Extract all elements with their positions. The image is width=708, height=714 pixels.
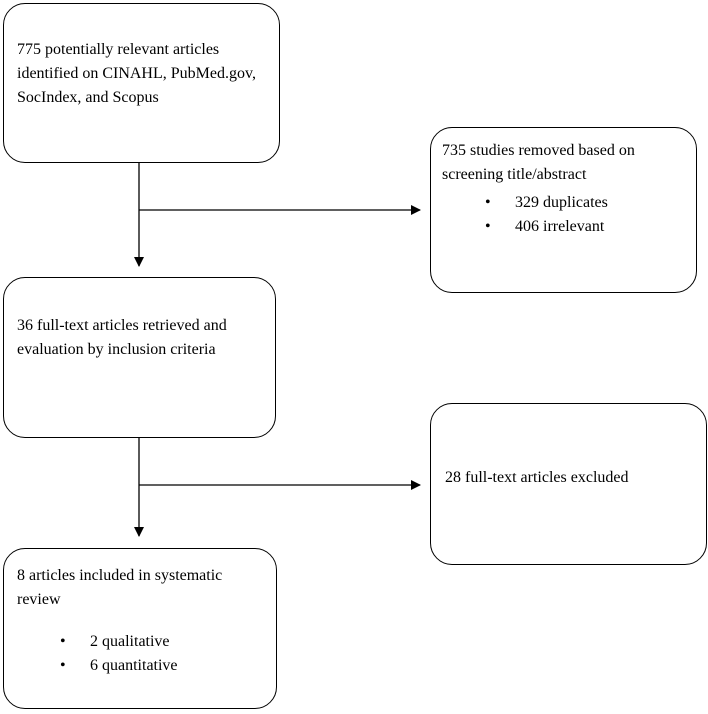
retrieved-articles-box: 36 full-text articles retrieved and eval… (3, 277, 276, 438)
list-item: • 329 duplicates (485, 191, 686, 215)
included-articles-box: 8 articles included in systematic review… (3, 548, 277, 709)
list-item: • 2 qualitative (60, 630, 266, 654)
bullet-icon: • (485, 194, 491, 211)
bullet-icon: • (60, 633, 66, 650)
excluded-articles-box: 28 full-text articles excluded (430, 403, 707, 565)
identified-articles-text: 775 potentially relevant articles identi… (17, 41, 256, 106)
irrelevant-label: 406 irrelevant (515, 218, 605, 235)
list-item: • 406 irrelevant (485, 215, 686, 239)
removed-studies-box: 735 studies removed based on screening t… (430, 127, 697, 293)
quantitative-label: 6 quantitative (90, 657, 178, 674)
identified-articles-box: 775 potentially relevant articles identi… (3, 3, 280, 163)
qualitative-label: 2 qualitative (90, 633, 170, 650)
bullet-icon: • (485, 218, 491, 235)
retrieved-articles-text: 36 full-text articles retrieved and eval… (17, 317, 227, 358)
excluded-articles-text: 28 full-text articles excluded (445, 469, 629, 486)
removed-studies-list: • 329 duplicates • 406 irrelevant (485, 191, 686, 239)
bullet-icon: • (60, 657, 66, 674)
removed-studies-text: 735 studies removed based on screening t… (442, 142, 635, 183)
included-articles-list: • 2 qualitative • 6 quantitative (60, 630, 266, 678)
included-articles-text: 8 articles included in systematic review (17, 567, 223, 608)
list-item: • 6 quantitative (60, 654, 266, 678)
duplicates-label: 329 duplicates (515, 194, 608, 211)
